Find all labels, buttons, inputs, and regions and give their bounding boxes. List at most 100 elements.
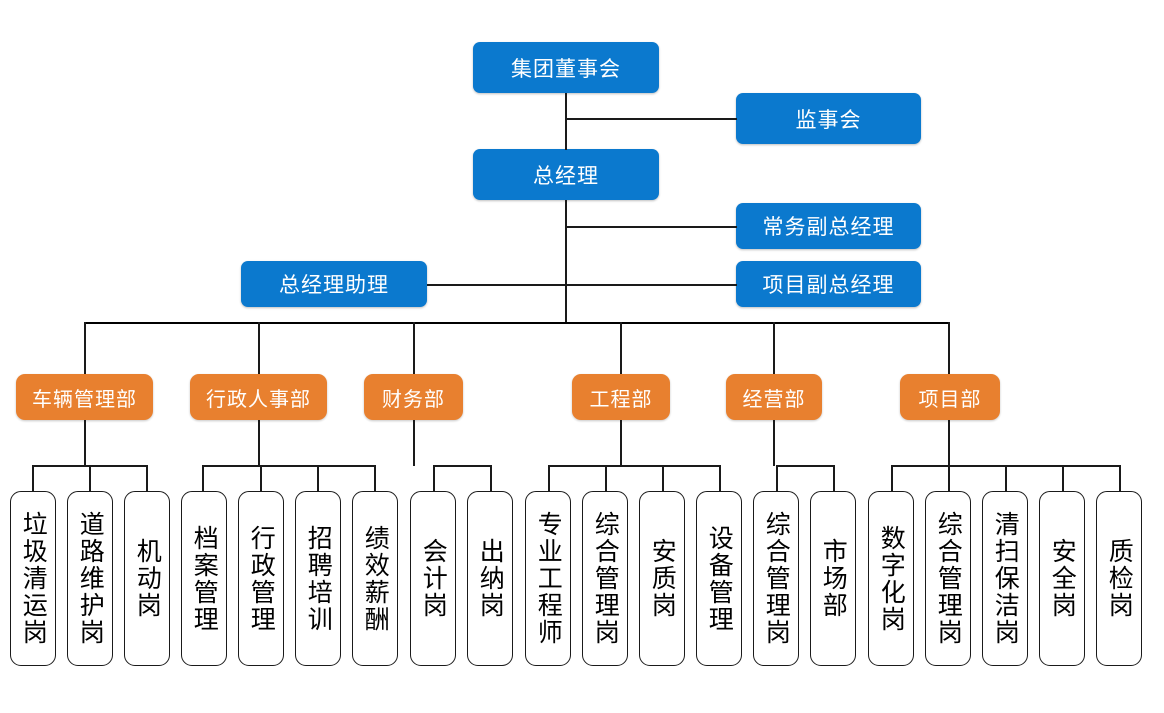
post-box[interactable]: 绩效薪酬: [352, 491, 398, 666]
post-label: 行政管理: [247, 524, 277, 633]
node-board-of-directors[interactable]: 集团董事会: [473, 42, 659, 93]
department-label: 项目部: [918, 388, 982, 411]
post-box[interactable]: 档案管理: [181, 491, 227, 666]
connector-vehicle-stem: [84, 420, 86, 466]
department-label: 财务部: [382, 388, 445, 411]
post-box[interactable]: 综合管理岗: [753, 491, 799, 666]
post-box[interactable]: 市场部: [810, 491, 856, 666]
post-box[interactable]: 出纳岗: [467, 491, 513, 666]
connector-bus-drop-project: [948, 322, 950, 374]
connector-engineering-stem: [620, 420, 622, 466]
connector-admin-drop-2: [260, 465, 262, 493]
node-label: 总经理助理: [279, 274, 389, 297]
connector-project-drop-4: [1062, 465, 1064, 493]
connector-project-drop-3: [1005, 465, 1007, 493]
node-gm-assistant[interactable]: 总经理助理: [241, 261, 427, 307]
post-label: 清扫保洁岗: [991, 511, 1021, 646]
connector-project-drop-5: [1119, 465, 1121, 493]
post-box[interactable]: 安全岗: [1039, 491, 1085, 666]
connector-project-stem: [948, 420, 950, 466]
connector-operations-bus: [776, 465, 834, 467]
post-label: 综合管理岗: [591, 511, 621, 646]
post-label: 综合管理岗: [762, 511, 792, 646]
department-engineering[interactable]: 工程部: [572, 374, 670, 420]
post-label: 市场部: [819, 538, 849, 619]
department-label: 行政人事部: [206, 388, 311, 411]
connector-engineering-drop-4: [719, 465, 721, 493]
department-finance[interactable]: 财务部: [364, 374, 463, 420]
connector-department-bus: [84, 322, 949, 325]
post-box[interactable]: 质检岗: [1096, 491, 1142, 666]
connector-finance-stem: [413, 420, 415, 466]
post-box[interactable]: 综合管理岗: [925, 491, 971, 666]
post-box[interactable]: 清扫保洁岗: [982, 491, 1028, 666]
department-label: 经营部: [742, 388, 806, 411]
node-label: 总经理: [533, 164, 599, 188]
connector-admin-drop-3: [317, 465, 319, 493]
connector-spine-to-project-vice-gm: [565, 284, 737, 286]
connector-project-drop-2: [948, 465, 950, 493]
node-label: 监事会: [795, 108, 862, 132]
post-box[interactable]: 设备管理: [696, 491, 742, 666]
post-box[interactable]: 机动岗: [124, 491, 170, 666]
node-project-vice-gm[interactable]: 项目副总经理: [736, 261, 921, 307]
post-box[interactable]: 综合管理岗: [582, 491, 628, 666]
connector-vehicle-drop-3: [146, 465, 148, 493]
connector-board-to-gm: [565, 93, 567, 150]
department-admin-hr[interactable]: 行政人事部: [190, 374, 327, 420]
connector-admin-drop-1: [202, 465, 204, 493]
node-supervisory-board[interactable]: 监事会: [736, 93, 921, 144]
connector-operations-drop-1: [776, 465, 778, 493]
connector-engineering-drop-2: [605, 465, 607, 493]
post-label: 综合管理岗: [934, 511, 964, 646]
post-box[interactable]: 招聘培训: [295, 491, 341, 666]
post-label: 专业工程师: [534, 511, 564, 646]
connector-bus-drop-operations: [773, 322, 775, 374]
department-label: 车辆管理部: [32, 388, 137, 411]
connector-bus-drop-vehicle: [84, 322, 86, 374]
connector-vehicle-drop-2: [89, 465, 91, 493]
connector-project-drop-1: [891, 465, 893, 493]
connector-engineering-bus: [548, 465, 721, 467]
post-box[interactable]: 安质岗: [639, 491, 685, 666]
post-label: 垃圾清运岗: [19, 511, 49, 646]
department-label: 工程部: [589, 388, 653, 411]
connector-gm-spine: [565, 200, 567, 324]
node-label: 项目副总经理: [762, 274, 895, 297]
post-label: 会计岗: [419, 538, 449, 619]
connector-admin-bus: [202, 465, 375, 467]
post-label: 安质岗: [648, 538, 678, 619]
department-project[interactable]: 项目部: [900, 374, 1000, 420]
post-box[interactable]: 数字化岗: [868, 491, 914, 666]
node-executive-vice-gm[interactable]: 常务副总经理: [736, 203, 921, 249]
post-label: 机动岗: [133, 538, 163, 619]
connector-operations-drop-2: [833, 465, 835, 493]
connector-spine-to-supervisory: [565, 118, 737, 120]
post-box[interactable]: 垃圾清运岗: [10, 491, 56, 666]
department-operations[interactable]: 经营部: [726, 374, 822, 420]
post-box[interactable]: 专业工程师: [525, 491, 571, 666]
post-label: 设备管理: [705, 524, 735, 633]
node-general-manager[interactable]: 总经理: [473, 149, 659, 200]
connector-finance-drop-1: [433, 465, 435, 493]
connector-bus-drop-admin: [258, 322, 260, 374]
post-box[interactable]: 会计岗: [410, 491, 456, 666]
post-label: 道路维护岗: [76, 511, 106, 646]
post-box[interactable]: 道路维护岗: [67, 491, 113, 666]
post-label: 出纳岗: [476, 538, 506, 619]
connector-admin-drop-4: [374, 465, 376, 493]
connector-spine-to-exec-vice-gm: [565, 226, 737, 228]
post-box[interactable]: 行政管理: [238, 491, 284, 666]
post-label: 安全岗: [1048, 538, 1078, 619]
node-label: 常务副总经理: [762, 216, 895, 239]
connector-vehicle-drop-1: [32, 465, 34, 493]
connector-operations-stem: [773, 420, 775, 466]
post-label: 档案管理: [190, 524, 220, 633]
connector-spine-to-gm-assistant: [427, 284, 566, 286]
connector-engineering-drop-1: [548, 465, 550, 493]
connector-finance-bus: [433, 465, 491, 467]
post-label: 数字化岗: [877, 524, 907, 633]
connector-admin-stem: [258, 420, 260, 466]
department-vehicle-management[interactable]: 车辆管理部: [16, 374, 153, 420]
